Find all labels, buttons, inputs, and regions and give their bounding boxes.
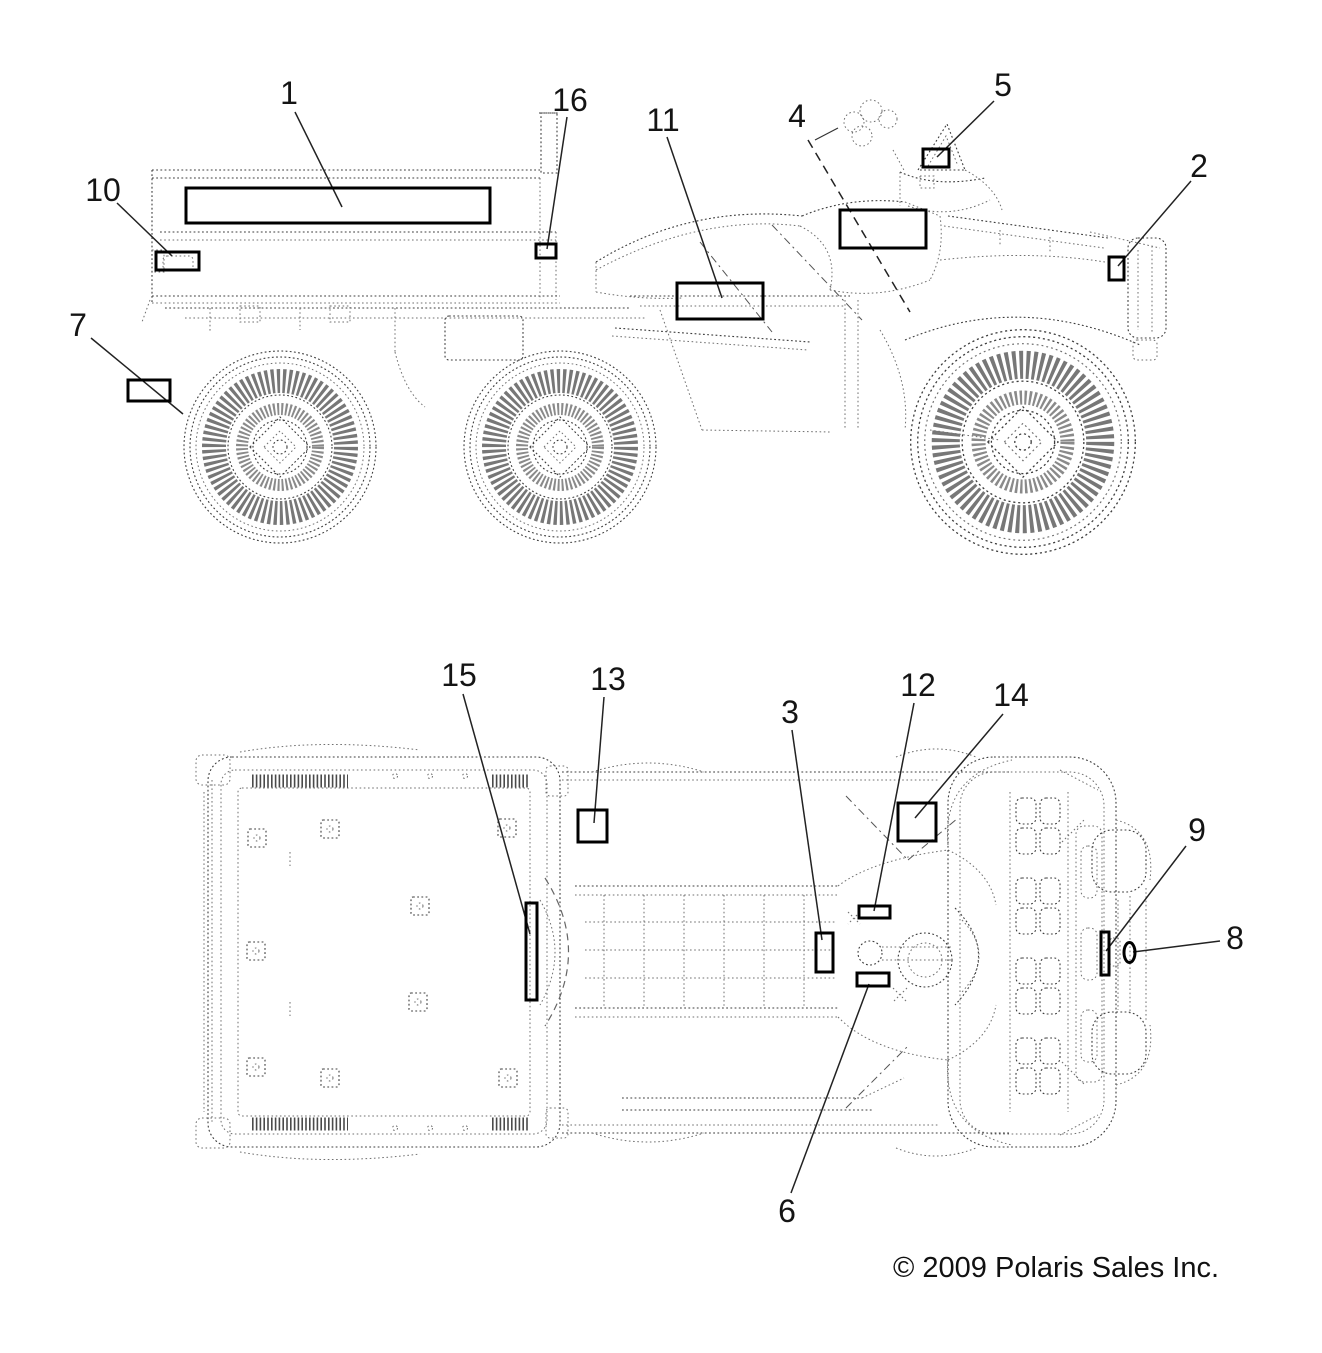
leader-line bbox=[116, 202, 173, 257]
callout-number: 8 bbox=[1226, 920, 1244, 956]
leader-line bbox=[914, 713, 1004, 819]
callout-16: 16 bbox=[534, 82, 588, 260]
leader-line bbox=[294, 111, 343, 208]
decal-outline bbox=[534, 242, 558, 260]
callout-7: 7 bbox=[69, 307, 184, 415]
underside-view-illustration bbox=[195, 743, 1152, 1161]
callout-number: 10 bbox=[85, 172, 121, 208]
callout-number: 7 bbox=[69, 307, 87, 343]
callout-13: 13 bbox=[576, 661, 626, 844]
decal-outline bbox=[126, 378, 172, 403]
callout-number: 14 bbox=[993, 677, 1029, 713]
leader-line bbox=[1132, 940, 1221, 953]
decal-outline bbox=[576, 808, 609, 844]
callout-number: 9 bbox=[1188, 812, 1206, 848]
decal-outline bbox=[1099, 930, 1111, 977]
leader-line bbox=[1105, 845, 1187, 952]
decal-outline bbox=[921, 147, 951, 169]
callout-6: 6 bbox=[778, 971, 891, 1229]
decal-outline bbox=[814, 931, 835, 974]
decal-outline bbox=[857, 904, 892, 920]
callout-number: 5 bbox=[994, 67, 1012, 103]
callout-number: 15 bbox=[441, 657, 477, 693]
callout-number: 12 bbox=[900, 667, 936, 703]
callout-15: 15 bbox=[441, 657, 539, 1002]
callout-4: 4 bbox=[788, 98, 928, 313]
callout-10: 10 bbox=[85, 172, 201, 272]
leader-line bbox=[90, 337, 184, 415]
callout-number: 2 bbox=[1190, 148, 1208, 184]
decal-outline bbox=[154, 250, 201, 272]
side-view-illustration bbox=[141, 99, 1167, 554]
leader-line bbox=[546, 116, 568, 250]
callout-1: 1 bbox=[184, 75, 492, 225]
leader-line bbox=[462, 693, 531, 935]
decal-outline bbox=[855, 971, 891, 988]
callout-number: 11 bbox=[646, 102, 679, 138]
callout-number: 1 bbox=[280, 75, 298, 111]
leader-line bbox=[666, 136, 723, 299]
decal-outline bbox=[675, 281, 765, 321]
callout-number: 3 bbox=[781, 694, 799, 730]
callout-11: 11 bbox=[646, 102, 765, 321]
callout-number: 4 bbox=[788, 98, 806, 134]
callout-number: 6 bbox=[778, 1193, 796, 1229]
callout-number: 16 bbox=[552, 82, 588, 118]
decal-outline bbox=[1107, 255, 1126, 282]
callout-3: 3 bbox=[781, 694, 835, 974]
callout-9: 9 bbox=[1099, 812, 1206, 977]
decal-outline bbox=[524, 901, 539, 1002]
callout-number: 13 bbox=[590, 661, 626, 697]
callout-14: 14 bbox=[896, 677, 1029, 843]
callout-8: 8 bbox=[1122, 920, 1244, 964]
leader-line bbox=[593, 696, 605, 824]
leader-line bbox=[873, 702, 915, 912]
leader-line bbox=[790, 983, 870, 1194]
leader-line bbox=[791, 729, 823, 941]
decal-outline bbox=[1122, 941, 1137, 964]
copyright-notice: © 2009 Polaris Sales Inc. bbox=[893, 1252, 1219, 1284]
decal-outline bbox=[896, 801, 938, 843]
callout-2: 2 bbox=[1107, 148, 1208, 282]
leader-line bbox=[1117, 180, 1192, 267]
leader-line bbox=[807, 139, 911, 313]
decal-outline bbox=[838, 208, 928, 250]
decal-outline bbox=[184, 186, 492, 225]
callout-12: 12 bbox=[857, 667, 936, 920]
callout-5: 5 bbox=[921, 67, 1012, 169]
